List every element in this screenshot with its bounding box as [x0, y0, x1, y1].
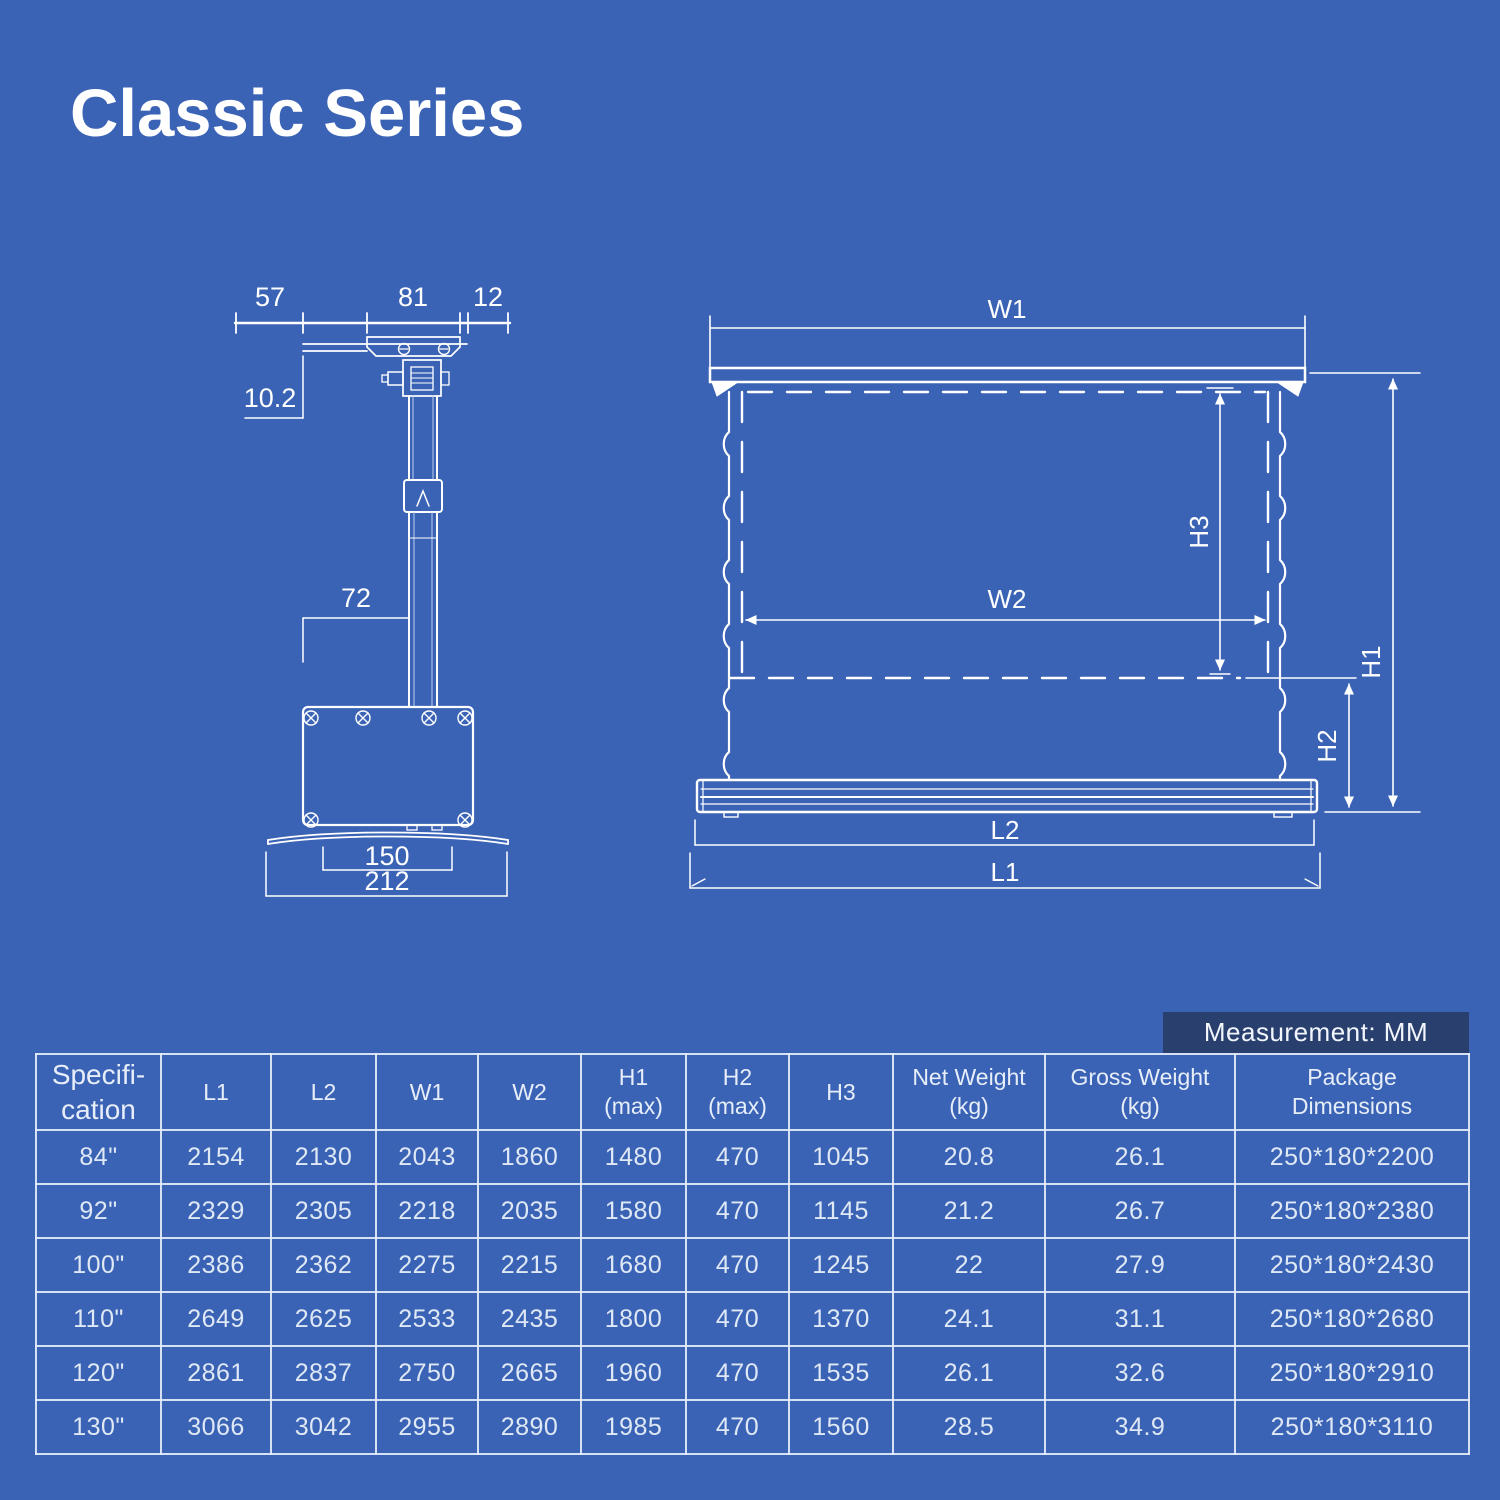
dim-label-12: 12 — [473, 282, 503, 312]
left-tension-edge — [722, 390, 731, 782]
hinge-block — [381, 359, 450, 397]
ceiling-dimension-group — [233, 312, 512, 334]
spec-cell: 84" — [35, 1129, 162, 1185]
dim-10-2-group — [244, 355, 304, 419]
col-header-net-weight: Net Weight(kg) — [892, 1053, 1046, 1131]
right-tension-edge — [1278, 390, 1287, 782]
dim-h1-group — [1309, 372, 1421, 813]
col-header-specification: Specifi-cation — [35, 1053, 162, 1131]
front-view-drawing: W1 W2 — [689, 294, 1421, 889]
col-header-gross-weight: Gross Weight(kg) — [1044, 1053, 1236, 1131]
dim-label-57: 57 — [255, 282, 285, 312]
dim-w1-group — [709, 315, 1306, 369]
side-view-drawing: 57 81 12 10.2 — [233, 282, 512, 897]
dim-label-h1: H1 — [1356, 645, 1386, 678]
dim-label-l2: L2 — [991, 815, 1020, 845]
spec-cell: 120" — [35, 1345, 162, 1401]
screen-edges — [722, 390, 1357, 782]
spec-cell: 110" — [35, 1291, 162, 1347]
dim-label-72: 72 — [341, 583, 371, 613]
dim-label-l1: L1 — [991, 857, 1020, 887]
dim-label-h2: H2 — [1312, 729, 1342, 762]
bottom-flange — [267, 831, 509, 845]
top-bar — [708, 366, 1307, 397]
mount-plate — [302, 336, 468, 357]
page-title: Classic Series — [70, 76, 525, 151]
spec-cell: 92" — [35, 1183, 162, 1239]
col-header-h3: H3 — [788, 1053, 894, 1131]
col-header-w1: W1 — [375, 1053, 479, 1131]
dim-l2-group — [694, 819, 1315, 846]
measurement-unit-badge: Measurement: MM — [1163, 1012, 1469, 1053]
dim-72-group — [302, 617, 410, 663]
spec-cell: 130" — [35, 1399, 162, 1455]
dim-label-h3: H3 — [1184, 515, 1214, 548]
header-row: Specifi-cation L1 L2 W1 W2 H1(max) H2(ma… — [35, 1053, 1470, 1131]
col-header-h1-max: H1(max) — [580, 1053, 687, 1131]
col-header-w2: W2 — [477, 1053, 582, 1131]
dim-212-group — [265, 851, 508, 897]
motor-housing — [301, 705, 475, 831]
col-header-h2-max: H2(max) — [685, 1053, 790, 1131]
dim-l1-group — [689, 852, 1321, 889]
spec-cell: 100" — [35, 1237, 162, 1293]
dim-label-10-2: 10.2 — [244, 383, 297, 413]
dim-label-150: 150 — [364, 841, 409, 871]
dim-150-group — [322, 846, 453, 871]
dim-label-81: 81 — [398, 282, 428, 312]
dim-label-212: 212 — [364, 866, 409, 896]
dim-label-w2: W2 — [988, 584, 1027, 614]
dim-h3-group — [1206, 387, 1234, 675]
telescoping-pole — [403, 395, 443, 708]
spec-table: Specifi-cation L1 L2 W1 W2 H1(max) H2(ma… — [35, 1053, 1470, 1455]
col-header-l2: L2 — [270, 1053, 377, 1131]
dim-label-w1: W1 — [988, 294, 1027, 324]
col-header-l1: L1 — [160, 1053, 272, 1131]
bottom-housing-bar — [695, 778, 1319, 818]
